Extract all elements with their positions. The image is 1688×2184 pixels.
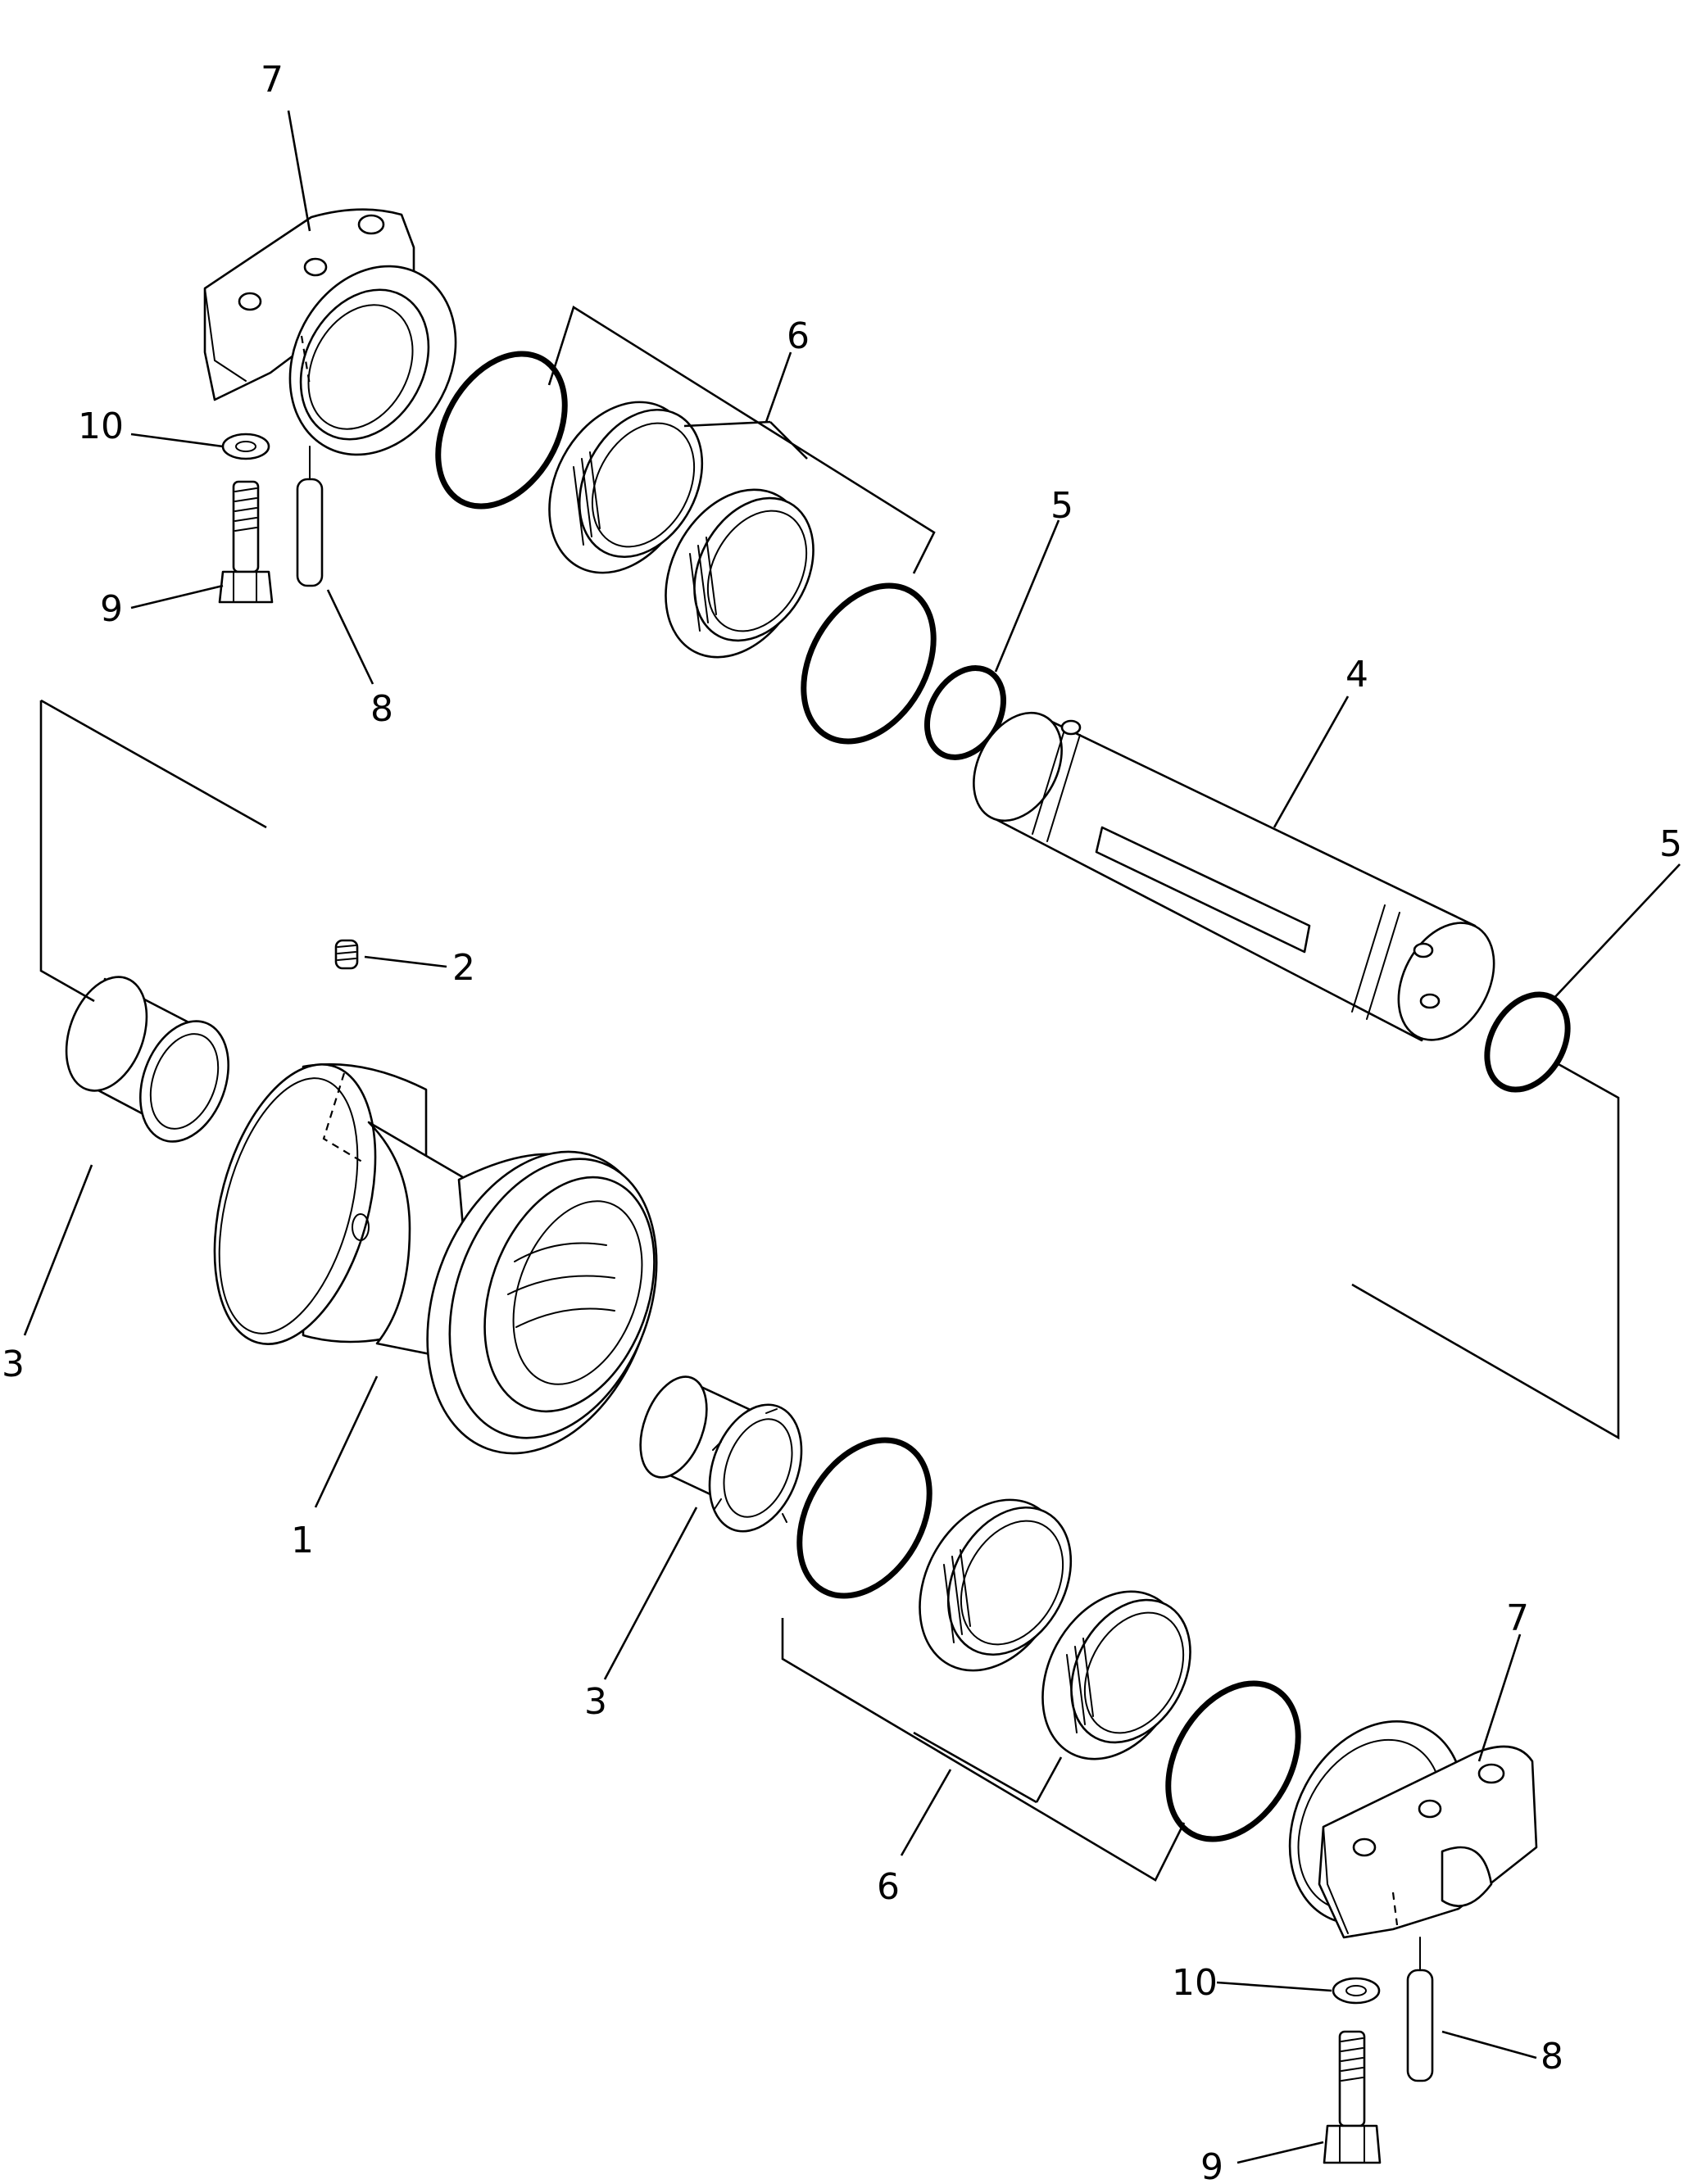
seal-group-bracket-lower	[781, 1618, 1186, 1882]
callout-5-right: 5	[1659, 823, 1682, 865]
leader-5a	[994, 519, 1060, 673]
leader-9b	[1237, 2141, 1324, 2164]
washer-upper	[221, 433, 270, 460]
callout-4: 4	[1345, 654, 1368, 696]
bushing-right	[639, 1375, 803, 1533]
callout-5-upper: 5	[1050, 485, 1073, 527]
floating-seal-upper-2	[665, 488, 815, 659]
leader-2	[364, 955, 447, 968]
bolt-upper	[218, 480, 274, 604]
leader-3b	[603, 1507, 698, 1680]
callout-9-upper: 9	[100, 588, 123, 630]
leader-10b	[1216, 1981, 1332, 1992]
callout-6-upper: 6	[787, 315, 810, 357]
callout-1: 1	[291, 1520, 314, 1561]
leader-3a	[23, 1164, 93, 1336]
callout-9-lower: 9	[1200, 2146, 1223, 2184]
callout-3-right: 3	[584, 1681, 607, 1723]
shaft	[973, 711, 1495, 1042]
leader-7a	[287, 110, 311, 232]
o-ring-lower-2	[1165, 1680, 1301, 1842]
callout-2: 2	[452, 947, 475, 989]
leader-8b	[1441, 2030, 1537, 2059]
o-ring-upper-2	[801, 582, 937, 745]
leader-4	[1273, 696, 1350, 828]
callout-8-lower: 8	[1541, 2036, 1563, 2078]
o-ring-upper-1	[435, 351, 568, 510]
leader-6b	[900, 1769, 952, 1856]
o-ring-lower-1	[796, 1437, 932, 1599]
leader-5b	[1552, 863, 1681, 1000]
callout-7-lower: 7	[1506, 1597, 1529, 1639]
callout-6-lower: 6	[877, 1866, 900, 1908]
bracket-lower	[1288, 1720, 1538, 1939]
pin-upper	[296, 446, 324, 587]
washer-lower	[1332, 1977, 1381, 2005]
roller	[213, 1063, 658, 1455]
callout-8-upper: 8	[370, 688, 393, 730]
assembly-bracket-left	[39, 699, 267, 1003]
bolt-lower	[1323, 2030, 1382, 2164]
floating-seal-lower-1	[919, 1498, 1073, 1672]
pin-lower	[1406, 1937, 1434, 2082]
bracket-upper	[203, 208, 457, 456]
leader-6a	[765, 351, 792, 423]
bushing-left	[65, 976, 229, 1143]
floating-seal-lower-2	[1041, 1590, 1191, 1760]
callout-10-upper: 10	[78, 406, 124, 447]
callout-10-lower: 10	[1172, 1962, 1218, 2004]
floating-seal-upper-1	[548, 401, 704, 574]
leader-7b	[1477, 1633, 1522, 1762]
plug	[334, 939, 359, 970]
leader-8a	[326, 589, 374, 685]
assembly-bracket-right	[1351, 1062, 1620, 1440]
o-ring-shaft-right	[1484, 991, 1571, 1093]
leader-1	[314, 1375, 379, 1508]
leader-10a	[130, 433, 224, 448]
leader-9a	[130, 584, 224, 609]
seal-group-bracket-upper	[547, 306, 936, 574]
callout-3-left: 3	[2, 1343, 25, 1385]
callout-7-upper: 7	[261, 59, 284, 101]
